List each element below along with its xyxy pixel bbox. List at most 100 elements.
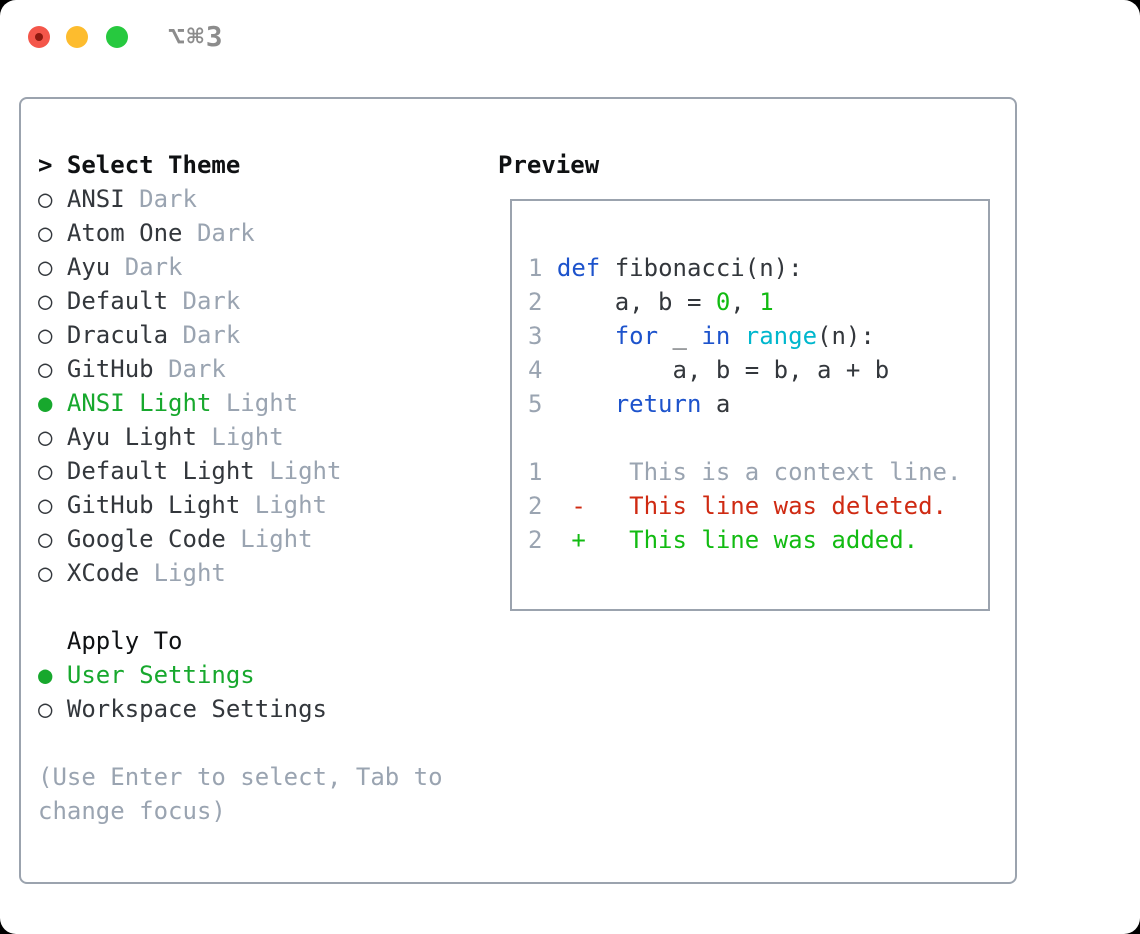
theme-tag: Dark xyxy=(182,321,241,349)
line-number: 1 xyxy=(528,254,543,282)
code-token xyxy=(730,322,744,350)
diff-line-deleted: 2- This line was deleted. xyxy=(528,489,961,523)
theme-name: GitHub xyxy=(66,355,169,383)
theme-option-github[interactable]: ○ GitHub Dark xyxy=(38,352,443,386)
theme-tag: Dark xyxy=(182,287,241,315)
radio-unselected-icon: ○ xyxy=(38,321,67,349)
radio-unselected-icon: ○ xyxy=(38,491,67,519)
code-token: 0 xyxy=(715,288,731,316)
theme-name: Google Code xyxy=(66,525,241,553)
code-token: (n): xyxy=(817,322,875,350)
theme-tag: Dark xyxy=(168,355,226,383)
diff-text: This line was added. xyxy=(629,526,919,554)
code-line: 4 a, b = b, a + b xyxy=(528,353,961,387)
code-token: in xyxy=(701,322,731,350)
theme-name: Default xyxy=(66,287,183,315)
theme-list: > Select Theme ○ ANSI Dark○ Atom One Dar… xyxy=(38,148,443,828)
titlebar: ⌥⌘3 xyxy=(0,0,1140,96)
close-button[interactable] xyxy=(28,26,50,48)
code-line: 3 for _ in range(n): xyxy=(528,319,961,353)
radio-unselected-icon: ○ xyxy=(38,185,67,213)
theme-name: Default Light xyxy=(66,457,270,485)
code-token: return xyxy=(614,390,702,418)
help-text-line-2: change focus) xyxy=(38,797,226,825)
theme-option-ayu-light[interactable]: ○ Ayu Light Light xyxy=(38,420,443,454)
code-token: a, b = xyxy=(542,288,716,316)
spacer xyxy=(38,726,443,760)
select-theme-label: Select Theme xyxy=(66,151,241,179)
apply-to-options: ● User Settings○ Workspace Settings xyxy=(38,658,443,726)
select-theme-title xyxy=(52,151,66,179)
radio-unselected-icon: ○ xyxy=(38,423,67,451)
diff-text: This is a context line. xyxy=(629,458,962,486)
apply-option-label: Workspace Settings xyxy=(66,695,327,723)
minimize-button[interactable] xyxy=(66,26,88,48)
radio-unselected-icon: ○ xyxy=(38,525,67,553)
theme-option-google-code[interactable]: ○ Google Code Light xyxy=(38,522,443,556)
code-token: 1 xyxy=(759,288,774,316)
theme-name: Ayu xyxy=(66,253,125,281)
code-token: for xyxy=(614,322,659,350)
line-number: 5 xyxy=(528,390,543,418)
code-token: fibonacci(n): xyxy=(600,254,803,282)
zoom-button[interactable] xyxy=(106,26,128,48)
theme-option-default[interactable]: ○ Default Dark xyxy=(38,284,443,318)
theme-option-github-light[interactable]: ○ GitHub Light Light xyxy=(38,488,443,522)
theme-name: ANSI xyxy=(66,185,140,213)
theme-option-ansi-light[interactable]: ● ANSI Light Light xyxy=(38,386,443,420)
code-token xyxy=(542,322,614,350)
code-line: 5 return a xyxy=(528,387,961,421)
apply-option-user-settings[interactable]: ● User Settings xyxy=(38,658,443,692)
theme-tag: Light xyxy=(211,423,284,451)
prompt-icon: > xyxy=(38,151,53,179)
spacer xyxy=(528,421,961,455)
spacer xyxy=(38,590,443,624)
theme-tag: Dark xyxy=(196,219,255,247)
theme-option-ansi[interactable]: ○ ANSI Dark xyxy=(38,182,443,216)
code-token: _ xyxy=(658,322,702,350)
diff-text: This line was deleted. xyxy=(629,492,948,520)
theme-option-xcode[interactable]: ○ XCode Light xyxy=(38,556,443,590)
select-theme-header: > Select Theme xyxy=(38,148,443,182)
radio-selected-icon: ● xyxy=(38,661,67,689)
theme-name: ANSI Light xyxy=(66,389,226,417)
window-title: ⌥⌘3 xyxy=(168,20,225,53)
code-token: range xyxy=(744,322,818,350)
theme-option-ayu[interactable]: ○ Ayu Dark xyxy=(38,250,443,284)
theme-tag: Light xyxy=(254,491,327,519)
code-token: , xyxy=(730,288,760,316)
line-number: 2 xyxy=(528,492,543,520)
theme-option-default-light[interactable]: ○ Default Light Light xyxy=(38,454,443,488)
diff-marker: + xyxy=(571,526,586,554)
theme-tag: Light xyxy=(225,389,299,417)
theme-option-dracula[interactable]: ○ Dracula Dark xyxy=(38,318,443,352)
line-number: 2 xyxy=(528,288,543,316)
line-number: 3 xyxy=(528,322,543,350)
theme-option-atom-one[interactable]: ○ Atom One Dark xyxy=(38,216,443,250)
theme-selector-panel: > Select Theme ○ ANSI Dark○ Atom One Dar… xyxy=(19,97,1017,884)
code-token xyxy=(542,254,556,282)
preview-header: Preview xyxy=(498,151,600,179)
apply-option-workspace-settings[interactable]: ○ Workspace Settings xyxy=(38,692,443,726)
radio-unselected-icon: ○ xyxy=(38,457,67,485)
diff-marker xyxy=(542,455,585,489)
radio-unselected-icon: ○ xyxy=(38,559,67,587)
theme-tag: Dark xyxy=(139,185,197,213)
code-token: a xyxy=(701,390,731,418)
code-token: def xyxy=(556,254,601,282)
theme-tag: Light xyxy=(153,559,226,587)
code-token: a, b = b, a + b xyxy=(542,356,890,384)
radio-unselected-icon: ○ xyxy=(38,253,67,281)
radio-unselected-icon: ○ xyxy=(38,695,67,723)
radio-unselected-icon: ○ xyxy=(38,287,67,315)
radio-unselected-icon: ○ xyxy=(38,219,67,247)
diff-marker: - xyxy=(571,492,586,520)
help-text-line-1: (Use Enter to select, Tab to xyxy=(38,763,443,791)
code-line: 2 a, b = 0, 1 xyxy=(528,285,961,319)
theme-tag: Light xyxy=(240,525,313,553)
apply-option-label: User Settings xyxy=(66,661,255,689)
theme-name: Dracula xyxy=(66,321,183,349)
